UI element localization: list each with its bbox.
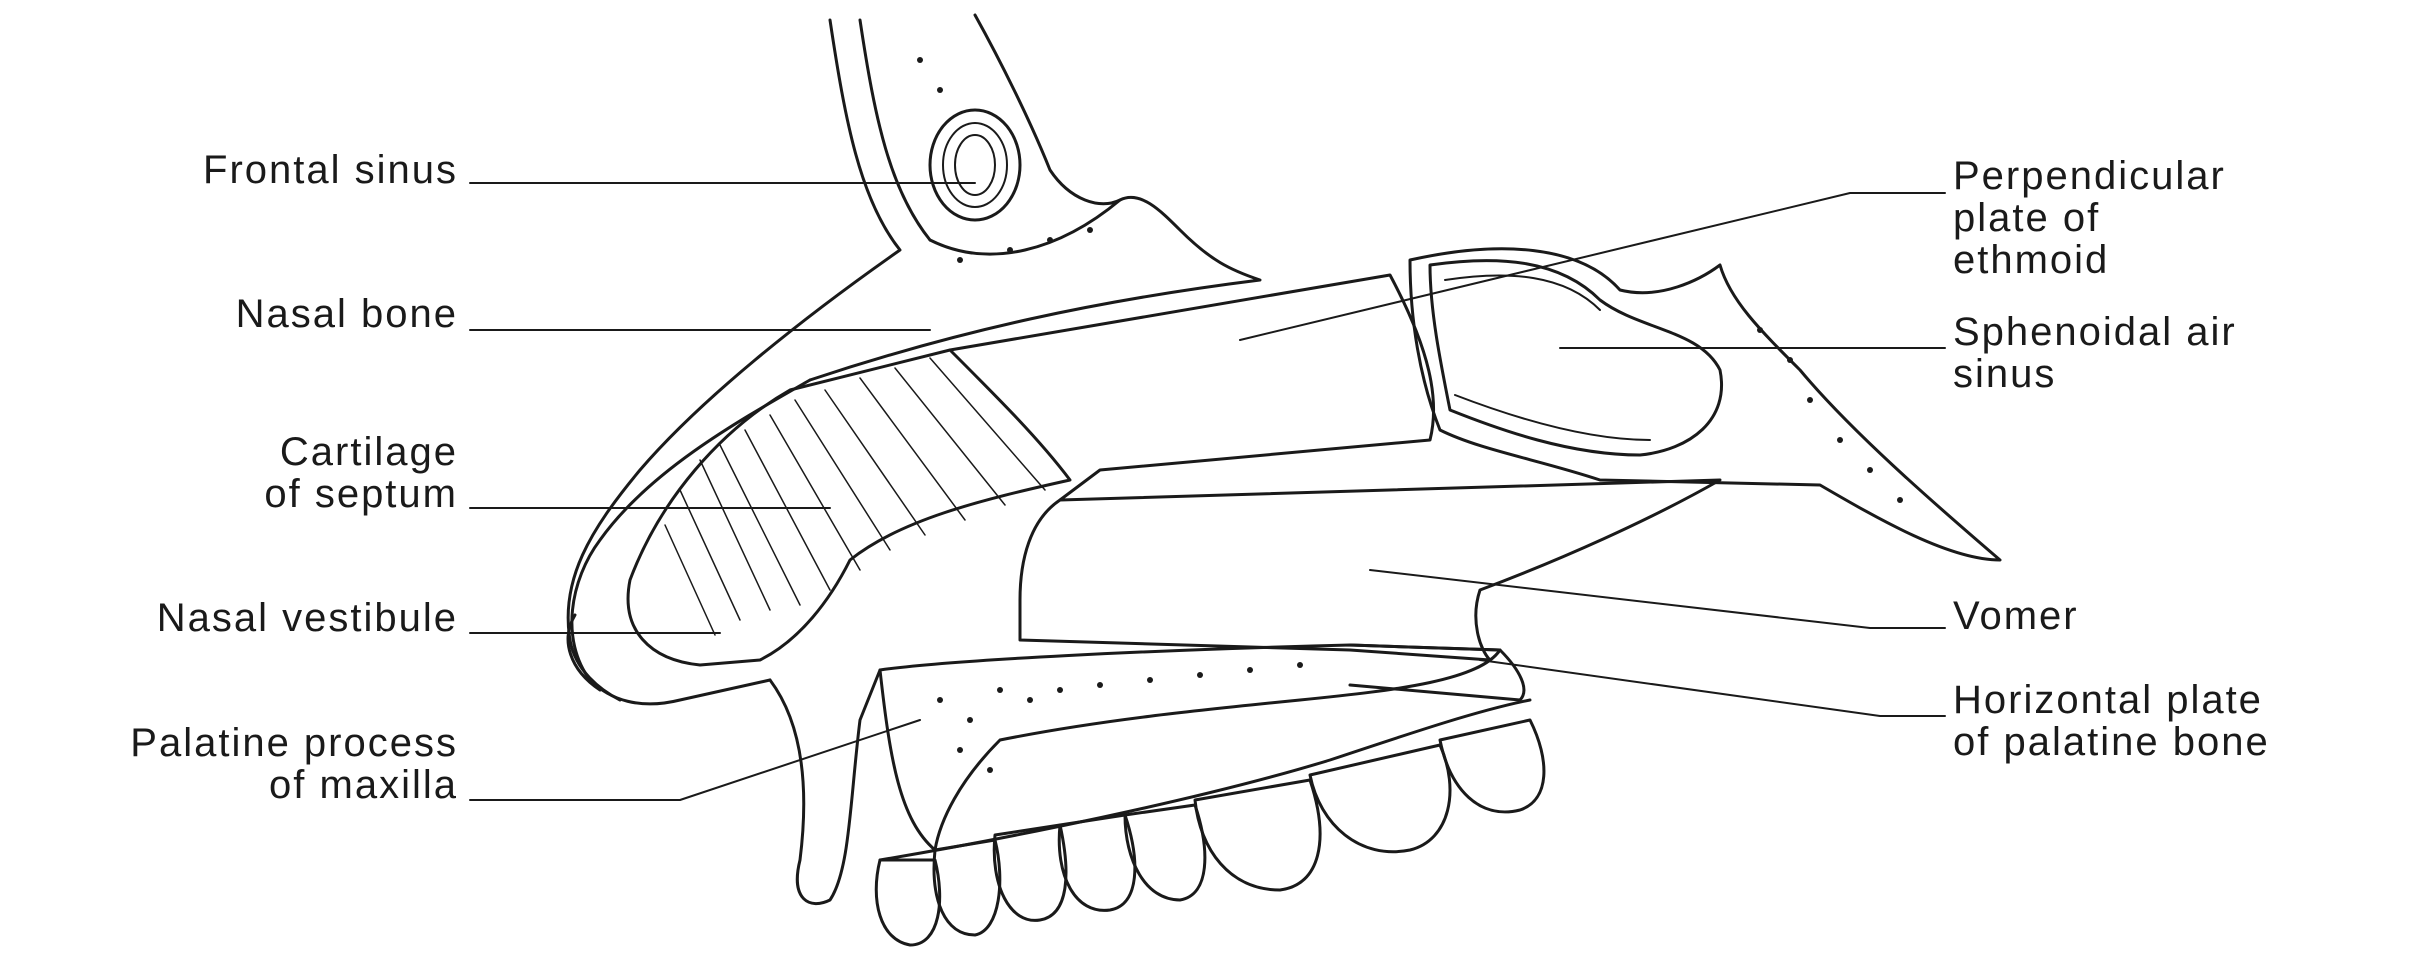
- tooth-2: [934, 840, 1000, 935]
- tooth-1: [876, 860, 939, 945]
- nasal-bone-shape: [810, 197, 1260, 380]
- tooth-5: [1125, 805, 1205, 900]
- nose-profile: [572, 380, 810, 704]
- tooth-6: [1195, 780, 1320, 890]
- maxilla-dots: [917, 57, 1903, 773]
- frontal-bone-back: [975, 15, 1120, 204]
- tooth-4: [1059, 815, 1135, 910]
- horizontal-plate-label: Horizontal plate of palatine bone: [1953, 679, 2270, 763]
- tooth-3: [994, 825, 1066, 920]
- sphenoidal-air-sinus-shape: [1430, 261, 1722, 455]
- upper-lip-shape: [770, 670, 880, 904]
- sphenoidal-air-sinus-label: Sphenoidal air sinus: [1953, 311, 2237, 395]
- forehead-outline: [568, 20, 900, 700]
- cartilage-of-septum-label: Cartilage of septum: [264, 431, 458, 515]
- vomer-label: Vomer: [1953, 595, 2079, 637]
- nasal-bone-label: Nasal bone: [236, 293, 458, 335]
- leader-horizontal-plate: [1480, 660, 1945, 716]
- perpendicular-plate-label: Perpendicular plate of ethmoid: [1953, 155, 2226, 281]
- teeth: [876, 720, 1544, 945]
- frontal-bone-front: [860, 20, 930, 240]
- frontal-sinus-label: Frontal sinus: [203, 149, 458, 191]
- ethmoid-plate-shape: [950, 275, 1434, 500]
- tooth-8: [1440, 720, 1544, 812]
- cartilage-hatching: [665, 358, 1045, 635]
- leader-vomer: [1370, 570, 1945, 628]
- palatine-process-label: Palatine process of maxilla: [130, 722, 458, 806]
- nasal-vestibule-label: Nasal vestibule: [157, 597, 458, 639]
- sphenoid-shape: [1410, 249, 2000, 560]
- palatine-process-shape: [880, 645, 1500, 850]
